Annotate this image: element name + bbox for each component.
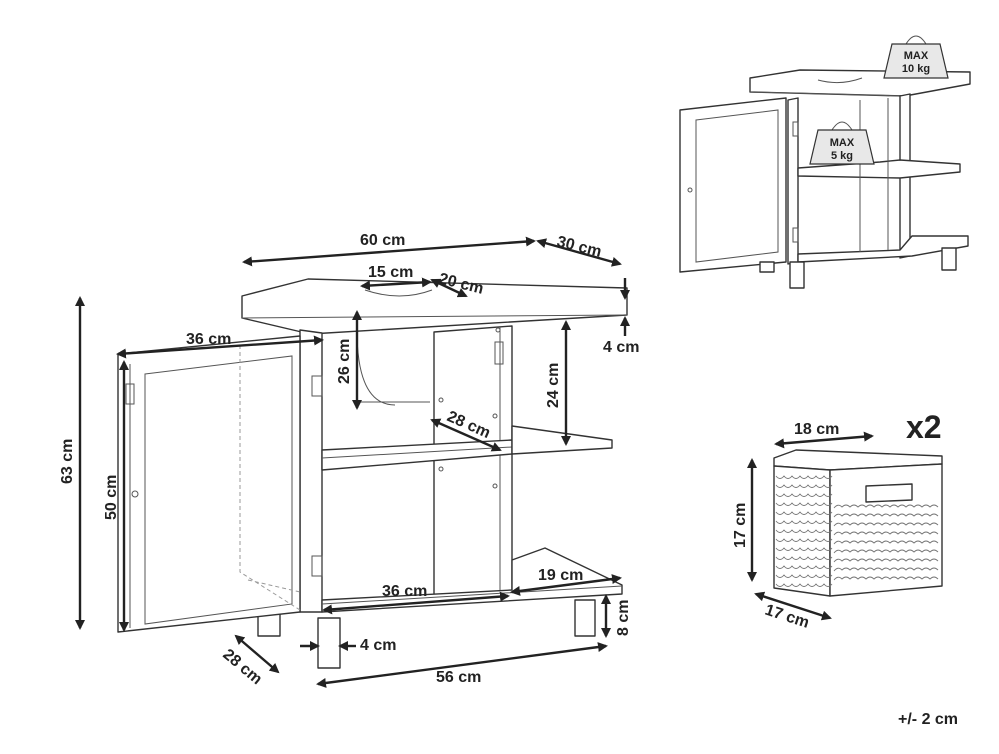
small-shelf xyxy=(797,159,961,179)
weight-tag-shelf: MAX 5 kg xyxy=(809,121,875,165)
magnet-catch xyxy=(494,341,504,365)
small-bottom xyxy=(797,235,969,263)
arrow-door-depth-28 xyxy=(234,634,280,674)
label-bottom-36: 36 cm xyxy=(382,583,427,600)
label-height-63: 63 cm xyxy=(59,439,76,484)
label-hole-15: 15 cm xyxy=(368,264,413,281)
label-inner-24: 24 cm xyxy=(545,363,562,408)
screw-1 xyxy=(495,327,501,333)
label-basket-17-height: 17 cm xyxy=(732,503,749,548)
weight-icon-shelf xyxy=(809,129,875,165)
middle-shelf-right xyxy=(511,425,613,455)
label-basket-17-depth: 17 cm xyxy=(763,602,811,632)
weight-handle-top xyxy=(905,35,927,45)
label-width-60: 60 cm xyxy=(360,232,405,249)
hinge-bottom xyxy=(311,555,323,577)
perspective-view xyxy=(679,69,971,289)
arrow-door-36 xyxy=(116,335,324,359)
top-edge-line xyxy=(241,314,628,319)
door-inner-frame xyxy=(144,355,293,625)
weight-handle-shelf xyxy=(831,121,853,131)
arrow-hole-20 xyxy=(430,278,468,298)
arrow-basket-18 xyxy=(774,431,874,449)
arrow-base-56 xyxy=(316,642,608,688)
label-top-4: 4 cm xyxy=(603,339,639,356)
label-basket-18: 18 cm xyxy=(794,421,839,438)
weight-top-max: MAX xyxy=(904,50,929,62)
left-side-panel xyxy=(299,329,323,613)
arrow-side-19 xyxy=(510,574,622,596)
weight-icon-top xyxy=(883,43,949,79)
arrow-shelf-28 xyxy=(430,418,502,452)
label-door-36: 36 cm xyxy=(186,331,231,348)
label-depth-30: 30 cm xyxy=(555,233,603,260)
tolerance-note: +/- 2 cm xyxy=(898,711,958,728)
screw-2 xyxy=(438,397,444,403)
door-swing-outline xyxy=(239,345,301,611)
leg-front-right xyxy=(574,599,596,637)
basket-weave-pattern xyxy=(775,475,939,587)
label-side-19: 19 cm xyxy=(538,567,583,584)
door-swing-line xyxy=(247,579,301,593)
arrow-bottom-36 xyxy=(322,591,510,615)
inner-curve xyxy=(356,329,396,406)
label-leg-4: 4 cm xyxy=(360,637,396,654)
screw-3 xyxy=(492,413,498,419)
basket-side-face xyxy=(829,463,943,597)
cabinet-top xyxy=(241,278,628,335)
screw-4 xyxy=(438,466,444,472)
dimension-arrows xyxy=(75,236,630,688)
arrow-hole-15 xyxy=(360,277,432,291)
label-door-depth-28: 28 cm xyxy=(219,646,265,688)
arrow-basket-17-depth xyxy=(754,591,832,621)
weight-shelf-max: MAX xyxy=(830,137,855,149)
arrow-depth-30 xyxy=(536,238,622,267)
storage-basket: 18 cm 17 cm 17 cm x2 xyxy=(732,409,943,632)
door-knob xyxy=(131,490,139,498)
basket-quantity: x2 xyxy=(906,409,942,445)
weight-tag-top: MAX 10 kg xyxy=(883,35,949,79)
hinge-top xyxy=(311,375,323,397)
label-inner-26: 26 cm xyxy=(336,339,353,384)
basket-handle-hole xyxy=(865,483,913,503)
label-leg-8: 8 cm xyxy=(615,600,632,636)
screw-5 xyxy=(492,483,498,489)
arrow-width-60 xyxy=(242,236,536,267)
small-door xyxy=(679,97,787,273)
leg-front-left xyxy=(317,617,341,669)
weight-top-value: 10 kg xyxy=(902,63,930,75)
label-base-56: 56 cm xyxy=(436,669,481,686)
weight-shelf-value: 5 kg xyxy=(831,150,853,162)
label-door-50: 50 cm xyxy=(103,475,120,520)
sink-cutout xyxy=(364,289,433,297)
